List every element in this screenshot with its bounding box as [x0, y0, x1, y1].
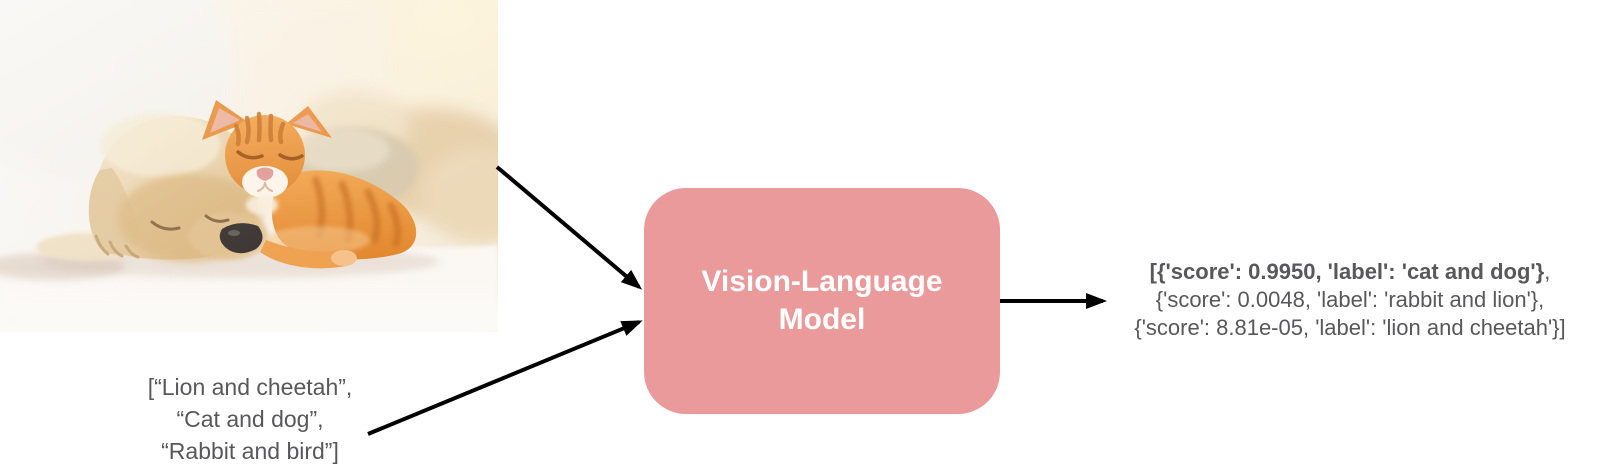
labels-line-3: “Rabbit and bird”] [161, 438, 339, 464]
labels-line-1: [“Lion and cheetah”, [147, 374, 353, 400]
arrow-labels-to-model [367, 320, 643, 436]
input-image-illustration [0, 0, 498, 332]
output-line-1: [{'score': 0.9950, 'label': 'cat and dog… [1075, 258, 1600, 286]
input-image [0, 0, 498, 332]
labels-line-2: “Cat and dog”, [176, 406, 324, 432]
output-line-1-comma: , [1544, 259, 1551, 284]
output-line-3: {'score': 8.81e-05, 'label': 'lion and c… [1134, 315, 1566, 340]
model-label-line-1: Vision-Language [701, 265, 943, 298]
candidate-labels-text: [“Lion and cheetah”, “Cat and dog”, “Rab… [100, 371, 400, 467]
output-line-2: {'score': 0.0048, 'label': 'rabbit and l… [1155, 287, 1545, 312]
model-label: Vision-Language Model [701, 263, 942, 339]
photo-light-wash [0, 0, 498, 332]
arrow-image-to-model [495, 165, 643, 290]
output-top-score: [{'score': 0.9950, 'label': 'cat and dog… [1149, 259, 1545, 284]
vision-language-model-box: Vision-Language Model [644, 188, 1000, 414]
output-text: [{'score': 0.9950, 'label': 'cat and dog… [1075, 258, 1600, 342]
model-label-line-2: Model [778, 303, 866, 336]
